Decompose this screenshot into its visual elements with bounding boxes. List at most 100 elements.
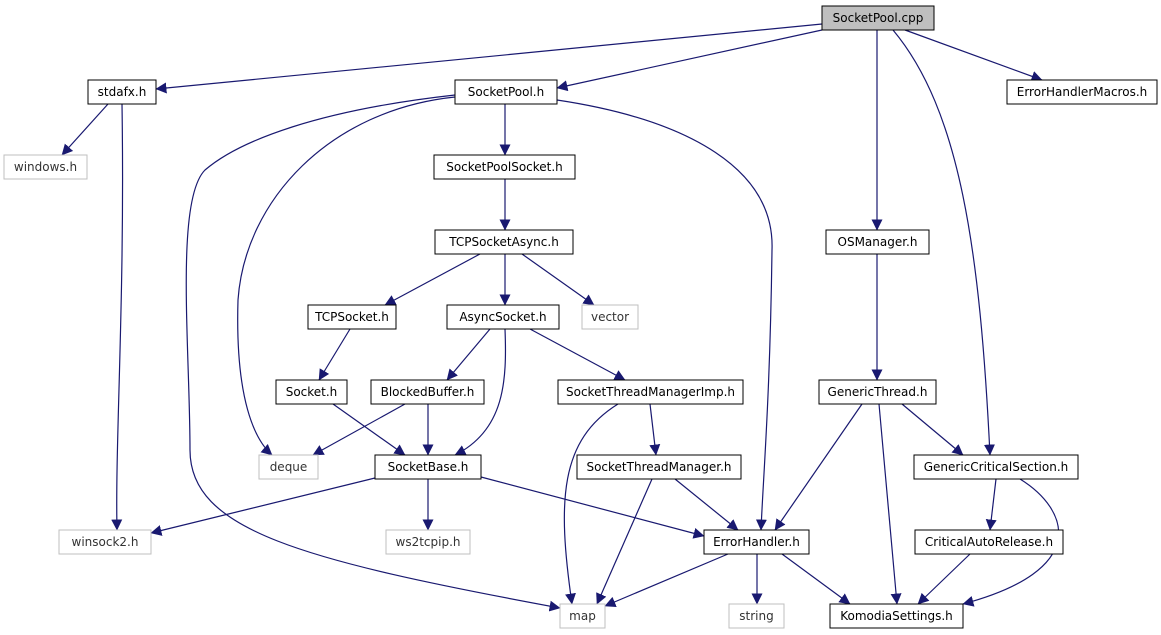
edge-tcpsocket-h-to-socket-h: [318, 328, 351, 381]
node-genericcriticalsection-h[interactable]: GenericCriticalSection.h: [913, 454, 1079, 480]
edge-asyncsocket-h-to-blockedbuffer-h: [446, 328, 491, 381]
node-string[interactable]: string: [728, 603, 785, 629]
node-box: [433, 154, 576, 180]
node-box: [559, 603, 606, 629]
node-label: map: [569, 609, 596, 623]
edge-socketpool-cpp-to-stdafx-h: [155, 23, 823, 94]
node-winsock2-h[interactable]: winsock2.h: [58, 529, 152, 555]
node-label: TCPSocket.h: [314, 310, 389, 324]
edge-socketpool-h-to-map: [185, 94, 561, 612]
node-tcpsocket-h[interactable]: TCPSocket.h: [307, 304, 397, 330]
node-label: BlockedBuffer.h: [381, 385, 475, 399]
node-label: SocketPool.h: [468, 85, 544, 99]
edge-errorhandler-h-to-map: [604, 553, 729, 607]
node-box: [703, 529, 810, 555]
node-box: [821, 5, 935, 31]
node-box: [913, 454, 1079, 480]
node-box: [258, 454, 319, 480]
node-label: winsock2.h: [72, 535, 139, 549]
node-label: ErrorHandlerMacros.h: [1017, 85, 1148, 99]
node-box: [557, 379, 744, 405]
node-tcpsocketasync-h[interactable]: TCPSocketAsync.h: [434, 229, 574, 255]
edges-layer: [61, 23, 1060, 612]
edge-genericcriticalsection-h-to-criticalautorelease-h: [985, 478, 997, 531]
node-criticalautorelease-h[interactable]: CriticalAutoRelease.h: [914, 529, 1064, 555]
node-socket-h[interactable]: Socket.h: [275, 379, 348, 405]
node-box: [87, 79, 157, 105]
node-label: windows.h: [14, 160, 77, 174]
node-socketthreadmanager-h[interactable]: SocketThreadManager.h: [576, 454, 742, 480]
node-box: [728, 603, 785, 629]
edge-tcpsocketasync-h-to-vector: [521, 253, 595, 306]
edge-socketpool-cpp-to-errorhandlermacros-h: [904, 29, 1043, 82]
node-box: [374, 454, 482, 480]
node-box: [581, 304, 639, 330]
edge-stdafx-h-to-windows-h: [61, 103, 109, 156]
node-genericthread-h[interactable]: GenericThread.h: [818, 379, 937, 405]
node-komodiasettings-h[interactable]: KomodiaSettings.h: [829, 603, 964, 629]
edge-socketpool-h-to-errorhandler-h: [556, 99, 773, 531]
node-label: GenericCriticalSection.h: [924, 460, 1069, 474]
node-label: SocketPoolSocket.h: [446, 160, 563, 174]
node-deque[interactable]: deque: [258, 454, 319, 480]
node-vector[interactable]: vector: [581, 304, 639, 330]
node-box: [825, 229, 930, 255]
node-box: [3, 154, 88, 180]
edge-tcpsocketasync-h-to-tcpsocket-h: [384, 253, 481, 306]
node-ws2tcpip-h[interactable]: ws2tcpip.h: [385, 529, 471, 555]
node-label: Socket.h: [286, 385, 338, 399]
node-socketthreadmanagerimp-h[interactable]: SocketThreadManagerImp.h: [557, 379, 744, 405]
node-box: [370, 379, 485, 405]
node-blockedbuffer-h[interactable]: BlockedBuffer.h: [370, 379, 485, 405]
node-label: ws2tcpip.h: [396, 535, 461, 549]
node-socketpoolsocket-h[interactable]: SocketPoolSocket.h: [433, 154, 576, 180]
node-socketpool-cpp[interactable]: SocketPool.cpp: [821, 5, 935, 31]
edge-socketpool-cpp-to-socketpool-h: [556, 29, 823, 92]
node-stdafx-h[interactable]: stdafx.h: [87, 79, 157, 105]
edge-blockedbuffer-h-to-deque: [312, 403, 406, 456]
node-windows-h[interactable]: windows.h: [3, 154, 88, 180]
node-box: [58, 529, 152, 555]
node-errorhandler-h[interactable]: ErrorHandler.h: [703, 529, 810, 555]
edge-socketthreadmanagerimp-h-to-map: [563, 403, 619, 605]
node-asyncsocket-h[interactable]: AsyncSocket.h: [446, 304, 560, 330]
node-label: SocketPool.cpp: [833, 11, 924, 25]
node-box: [307, 304, 397, 330]
node-box: [914, 529, 1064, 555]
node-box: [818, 379, 937, 405]
node-box: [434, 229, 574, 255]
node-box: [454, 79, 558, 105]
node-label: CriticalAutoRelease.h: [925, 535, 1053, 549]
node-box: [385, 529, 471, 555]
edge-socketthreadmanager-h-to-map: [596, 478, 653, 605]
node-label: TCPSocketAsync.h: [448, 235, 559, 249]
node-map[interactable]: map: [559, 603, 606, 629]
edge-socketbase-h-to-errorhandler-h: [480, 476, 705, 539]
node-box: [576, 454, 742, 480]
node-label: stdafx.h: [98, 85, 147, 99]
node-socketpool-h[interactable]: SocketPool.h: [454, 79, 558, 105]
edge-genericthread-h-to-komodiasettings-h: [878, 403, 902, 605]
node-box: [275, 379, 348, 405]
node-label: vector: [591, 310, 629, 324]
node-label: GenericThread.h: [828, 385, 928, 399]
node-label: KomodiaSettings.h: [840, 609, 953, 623]
edge-socketpool-h-to-deque: [237, 96, 456, 456]
edge-socketbase-h-to-winsock2-h: [150, 477, 376, 536]
node-errorhandlermacros-h[interactable]: ErrorHandlerMacros.h: [1006, 79, 1158, 105]
node-box: [829, 603, 964, 629]
node-label: SocketThreadManager.h: [586, 460, 731, 474]
node-socketbase-h[interactable]: SocketBase.h: [374, 454, 482, 480]
node-label: string: [739, 609, 773, 623]
node-label: AsyncSocket.h: [459, 310, 546, 324]
edge-asyncsocket-h-to-socketbase-h: [454, 328, 507, 456]
node-box: [1006, 79, 1158, 105]
edge-socket-h-to-socketbase-h: [332, 403, 406, 456]
node-osmanager-h[interactable]: OSManager.h: [825, 229, 930, 255]
edge-socketthreadmanagerimp-h-to-socketthreadmanager-h: [649, 403, 661, 456]
edge-socketpool-cpp-to-genericcriticalsection-h: [892, 29, 995, 456]
node-label: SocketBase.h: [388, 460, 469, 474]
edge-stdafx-h-to-winsock2-h: [111, 103, 124, 531]
